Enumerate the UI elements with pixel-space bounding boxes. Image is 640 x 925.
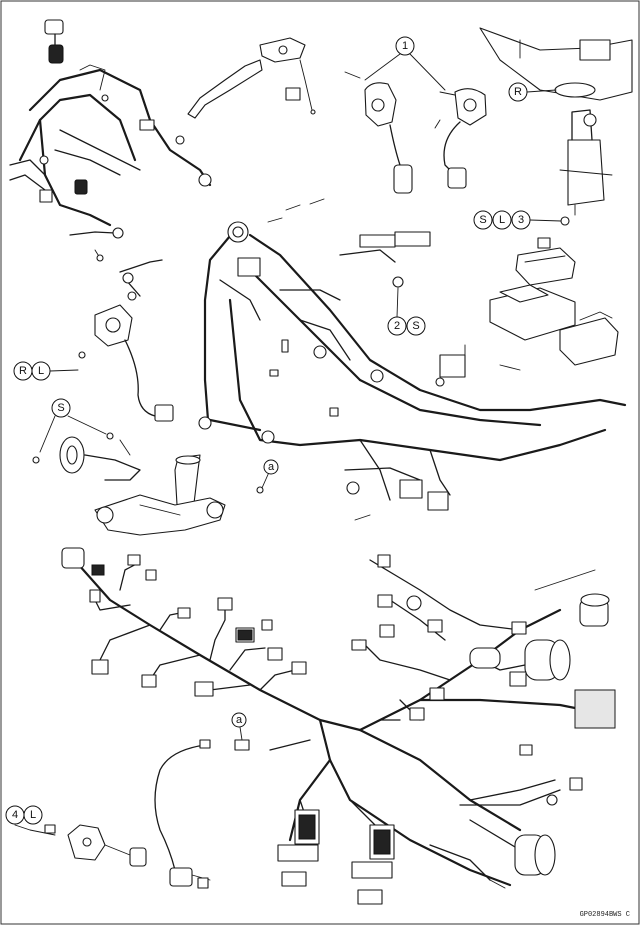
horn-and-steering-stem — [32, 432, 226, 536]
callout-RL-R-label: R — [19, 365, 27, 377]
callout-R-top-label: R — [514, 86, 522, 98]
figure-code: GP02894BWS C — [579, 911, 630, 919]
callout-SL3-S-label: S — [479, 214, 486, 226]
main-wiring-harness — [61, 547, 616, 905]
callout-R-top: R — [508, 82, 557, 102]
clutch-lever — [187, 37, 316, 119]
callout-4L-4-label: 4 — [12, 809, 18, 821]
callout-S-horn: S — [39, 398, 107, 453]
callout-1-label: 1 — [402, 40, 408, 52]
callout-2S: 2 S — [387, 287, 426, 336]
callout-2S-2-label: 2 — [394, 320, 400, 332]
callout-SL3: S L 3 — [473, 210, 562, 230]
callout-a-frame-label: a — [268, 461, 275, 473]
callout-2S-S-label: S — [412, 320, 419, 332]
handlebar-switches — [344, 71, 487, 194]
ecu-bracket-set — [489, 237, 619, 366]
callout-a-harness-label: a — [236, 714, 243, 726]
callout-4L: 4 L — [5, 805, 43, 825]
callout-a-harness: a — [231, 712, 247, 741]
callout-SL3-3-label: 3 — [518, 214, 524, 226]
ignition-switch — [78, 259, 174, 422]
callout-SL3-L-label: L — [499, 214, 505, 226]
side-stand-switch — [14, 739, 211, 889]
front-subframe — [9, 19, 212, 262]
callout-a-frame: a — [263, 459, 279, 475]
main-frame — [198, 198, 627, 521]
callout-RL: R L — [13, 361, 79, 381]
callout-4L-L-label: L — [30, 809, 36, 821]
callout-S-horn-label: S — [57, 402, 64, 414]
callout-RL-L-label: L — [38, 365, 44, 377]
callout-1: 1 — [364, 36, 446, 91]
fuel-pump — [479, 27, 633, 226]
